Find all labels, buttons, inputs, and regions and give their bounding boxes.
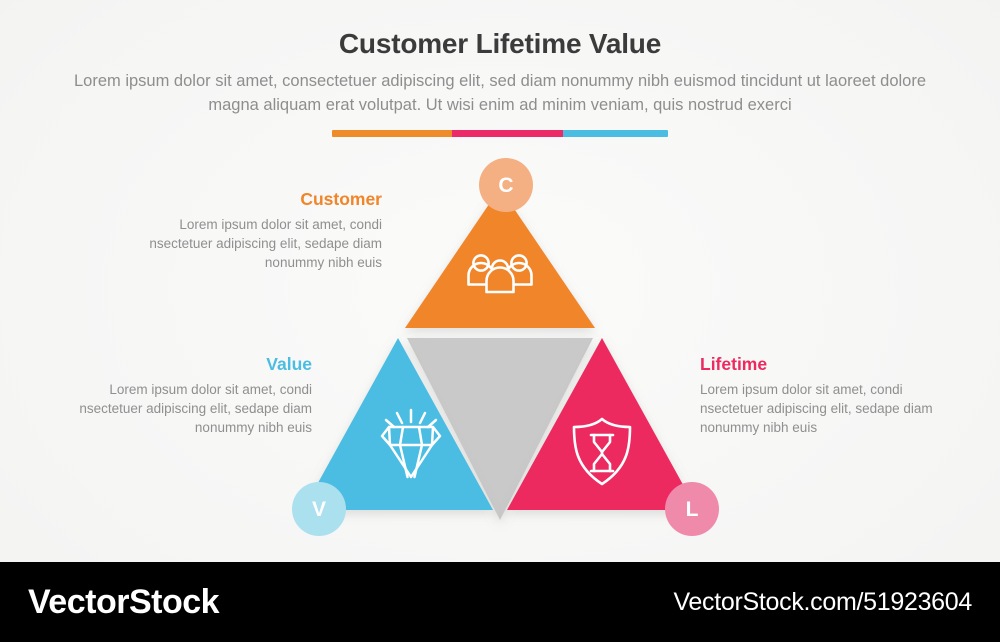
page-subtitle: Lorem ipsum dolor sit amet, consectetuer…	[73, 72, 927, 114]
shield-hourglass-icon	[572, 417, 632, 486]
triangle-center	[407, 338, 593, 520]
footer-bar: VectorStock VectorStock.com/51923604	[0, 562, 1000, 642]
divider-segment-blue	[563, 130, 668, 137]
description-customer: Lorem ipsum dolor sit amet, condi nsecte…	[149, 217, 382, 270]
badge-value-letter: V	[311, 497, 326, 521]
triangle-lifetime[interactable]	[507, 338, 697, 510]
triangle-customer[interactable]	[405, 188, 595, 328]
label-customer: Customer	[300, 189, 382, 209]
divider-segment-orange	[332, 130, 453, 137]
text-block-customer: Customer Lorem ipsum dolor sit amet, con…	[130, 188, 382, 272]
vectorstock-url: VectorStock.com/51923604	[673, 587, 972, 616]
diamond-icon	[380, 408, 442, 479]
divider-segment-pink	[452, 130, 564, 137]
badge-value[interactable]: V	[292, 482, 346, 536]
triangle-value[interactable]	[303, 338, 493, 510]
page-title: Customer Lifetime Value	[338, 28, 662, 59]
description-value: Lorem ipsum dolor sit amet, condi nsecte…	[79, 382, 312, 435]
badge-lifetime-letter: L	[685, 497, 699, 521]
vectorstock-logo: VectorStock	[28, 582, 220, 621]
text-block-lifetime: Lifetime Lorem ipsum dolor sit amet, con…	[700, 353, 962, 437]
badge-lifetime[interactable]: L	[665, 482, 719, 536]
text-block-value: Value Lorem ipsum dolor sit amet, condi …	[50, 353, 312, 437]
description-lifetime: Lorem ipsum dolor sit amet, condi nsecte…	[700, 382, 933, 435]
triangle-diagram: C V L Customer Lorem ipsum dolor sit ame…	[0, 148, 1000, 548]
badge-customer[interactable]: C	[479, 158, 533, 212]
badge-customer-letter: C	[498, 173, 514, 197]
label-lifetime: Lifetime	[700, 354, 768, 374]
label-value: Value	[266, 354, 312, 374]
triangle-shapes	[303, 188, 697, 520]
people-icon	[467, 254, 533, 294]
accent-divider	[332, 130, 668, 137]
header: Customer Lifetime Value Lorem ipsum dolo…	[0, 0, 1000, 117]
